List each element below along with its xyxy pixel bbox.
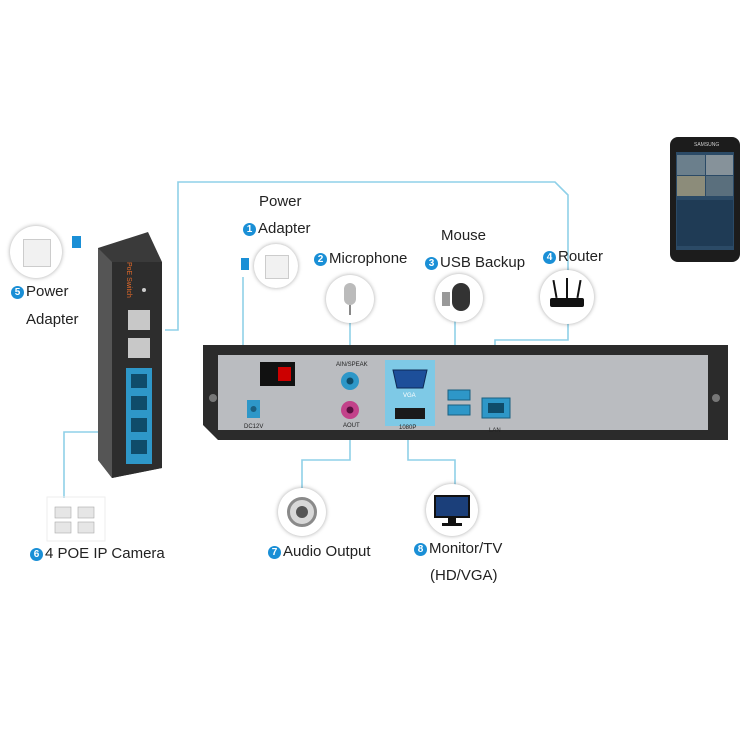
hdmi-port-label: 1080P xyxy=(399,425,417,431)
plug-icon xyxy=(241,258,249,270)
phone-brand: SAMSUNG xyxy=(694,142,720,148)
badge-3: 3 xyxy=(425,257,438,270)
hdmi-port xyxy=(395,408,425,419)
usb-port-2 xyxy=(447,404,471,416)
badge-2: 2 xyxy=(314,253,327,266)
microphone-icon xyxy=(326,275,374,323)
switch-label: PoE Switch xyxy=(125,262,132,298)
ain-port-label: AIN/SPEAK xyxy=(336,362,368,368)
label-power-adapter-line1: Power xyxy=(259,193,302,210)
badge-1: 1 xyxy=(243,223,256,236)
router-icon xyxy=(540,270,594,324)
mouse-icon xyxy=(435,274,483,322)
power-adapter-icon-5 xyxy=(10,226,62,278)
label-monitor-line2: (HD/VGA) xyxy=(430,567,498,584)
audio-output-icon xyxy=(278,488,326,536)
vga-port xyxy=(392,369,428,389)
monitor-icon xyxy=(426,484,478,536)
vga-port-label: VGA xyxy=(403,393,416,399)
dc-port-label: DC12V xyxy=(244,424,264,430)
power-adapter-icon xyxy=(254,244,298,288)
smartphone xyxy=(670,137,740,262)
label-mouse-line1: Mouse xyxy=(441,227,487,244)
badge-6: 6 xyxy=(30,548,43,561)
usb-port-1 xyxy=(447,389,471,401)
label-power-adapter-5-line2: Adapter xyxy=(26,311,79,328)
plug-icon-5 xyxy=(72,236,81,248)
aout-port-label: AOUT xyxy=(343,423,360,429)
badge-7: 7 xyxy=(268,546,281,559)
badge-4: 4 xyxy=(543,251,556,264)
poe-switch xyxy=(98,232,162,478)
lan-port-label: LAN xyxy=(489,428,501,434)
ip-cameras xyxy=(54,506,95,534)
badge-8: 8 xyxy=(414,543,427,556)
badge-5: 5 xyxy=(11,286,24,299)
